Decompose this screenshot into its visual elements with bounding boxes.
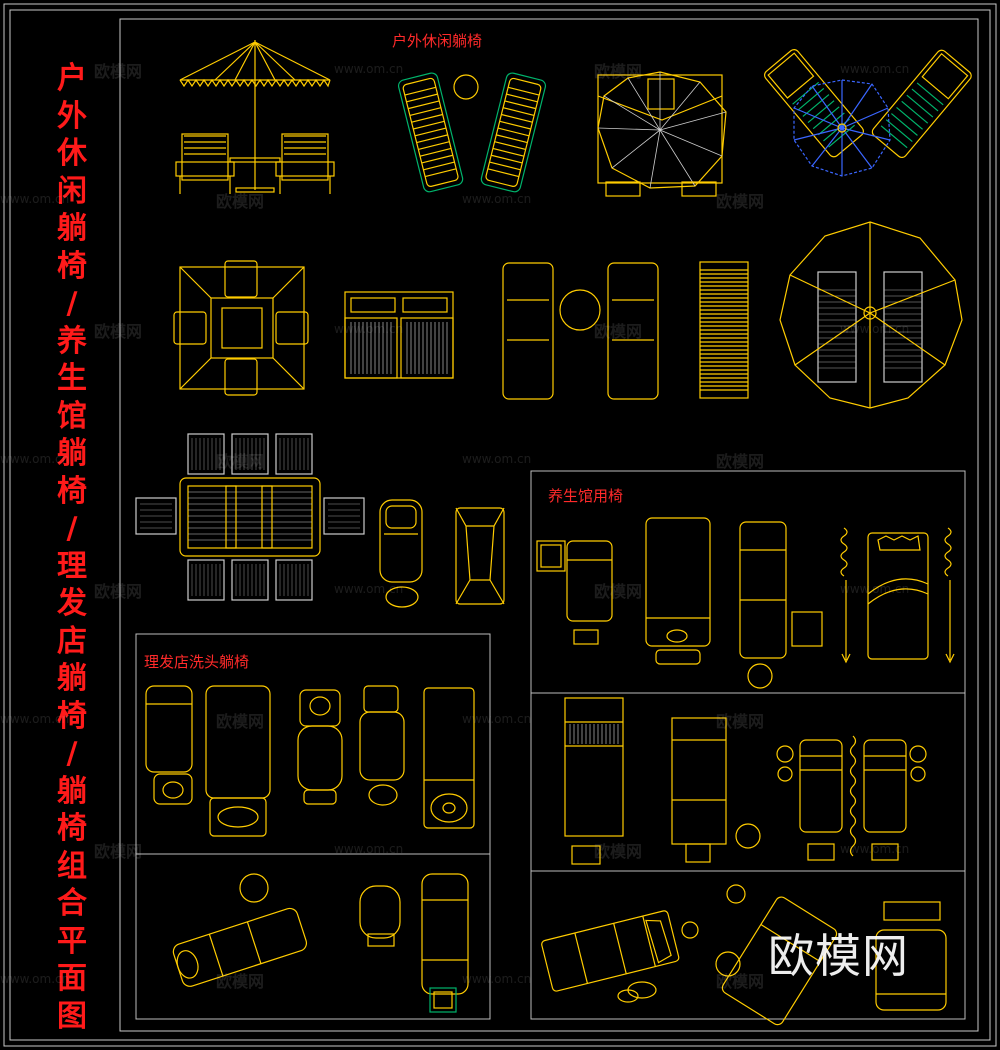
title-char: 组 bbox=[57, 848, 87, 884]
slatted-lounger bbox=[699, 261, 749, 399]
small-lounger-with-stool bbox=[379, 499, 423, 608]
title-char: 闲 bbox=[57, 173, 87, 209]
salon-chairs bbox=[145, 685, 475, 837]
drawing-frame bbox=[3, 3, 997, 1047]
title-char: / bbox=[66, 736, 78, 771]
title-char: 养 bbox=[57, 323, 87, 359]
title-char: 户 bbox=[57, 61, 87, 96]
title-char: 面 bbox=[57, 961, 87, 996]
spa-beds-row bbox=[564, 697, 927, 865]
deck-chair bbox=[455, 507, 505, 605]
title-char: 生 bbox=[57, 361, 87, 396]
sun-loungers-pair-green bbox=[397, 72, 547, 193]
title-char: 外 bbox=[57, 98, 87, 134]
lounger-pair-with-blue-umbrella bbox=[763, 49, 972, 177]
spa-section-label: 养生馆用椅 bbox=[548, 487, 624, 505]
umbrella-table-set bbox=[175, 40, 335, 194]
title-char: 合 bbox=[57, 886, 87, 921]
spa-bottom-row bbox=[541, 884, 947, 1026]
salon-section-label: 理发店洗头躺椅 bbox=[144, 653, 250, 671]
title-char: 理 bbox=[57, 548, 87, 584]
title-char: 躺 bbox=[57, 661, 87, 696]
title-char: / bbox=[66, 511, 78, 546]
title-char: 躺 bbox=[57, 436, 87, 471]
title-char: 馆 bbox=[57, 398, 87, 434]
spa-chairs bbox=[536, 517, 955, 689]
umbrella-over-two-loungers bbox=[779, 221, 963, 409]
title-char: 休 bbox=[57, 136, 87, 171]
double-lounger-with-umbrella bbox=[597, 71, 727, 197]
long-dining-table-ten-chairs bbox=[135, 433, 365, 601]
title-char: 平 bbox=[57, 923, 87, 959]
title-char: 图 bbox=[57, 998, 87, 1034]
outdoor-section-label: 户外休闲躺椅 bbox=[392, 32, 483, 50]
title-char: 椅 bbox=[57, 473, 87, 509]
title-char: 躺 bbox=[57, 773, 87, 809]
title-char: 发 bbox=[57, 586, 87, 621]
title-char: 椅 bbox=[57, 811, 87, 846]
title-char: 椅 bbox=[57, 248, 87, 284]
twin-loungers-round-table bbox=[502, 262, 659, 400]
title-char: / bbox=[66, 286, 78, 321]
section-frames bbox=[135, 470, 966, 1020]
square-table-four-chairs bbox=[173, 260, 309, 396]
vertical-title: 户 外 休 闲 躺 椅 / 养 生 馆 躺 椅 / 理 发 店 躺 椅 / 躺 … bbox=[52, 60, 92, 1035]
title-char: 椅 bbox=[57, 698, 87, 734]
title-char: 店 bbox=[57, 623, 87, 659]
brand-logo: 欧模网 bbox=[768, 929, 909, 983]
title-char: 躺 bbox=[57, 211, 87, 246]
double-lounger-hatched bbox=[344, 291, 454, 379]
salon-bottom-row bbox=[172, 873, 469, 1013]
